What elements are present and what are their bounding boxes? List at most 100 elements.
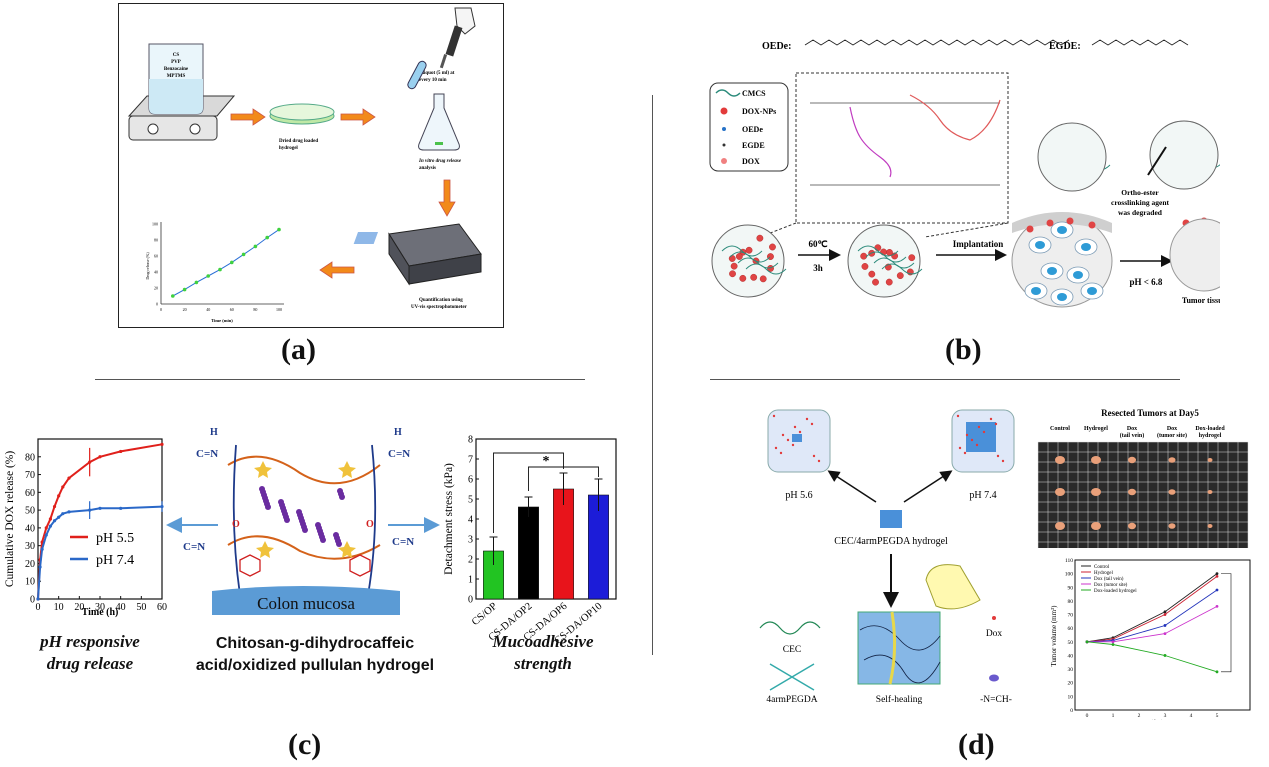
caption-right-1: Mucoadhesive	[492, 632, 594, 651]
bar-ytick: 2	[468, 555, 473, 566]
resected-title: Resected Tumors at Day5	[1101, 408, 1199, 418]
release-series-point	[57, 494, 61, 498]
tumor-legend-label: Control	[1094, 565, 1110, 570]
hydrogel-cube	[966, 422, 996, 452]
catechol-ring	[239, 554, 261, 577]
tumor-ytick: 50	[1068, 640, 1074, 646]
release-xtick: 50	[136, 602, 146, 613]
dox-dot	[772, 414, 776, 418]
release-chart-ylabel: Cumulative DOX release (%)	[4, 451, 16, 588]
tumor-series-point	[1215, 604, 1219, 608]
release-xtick: 20	[74, 602, 84, 613]
dox-dot	[977, 425, 981, 429]
release-series-point	[48, 524, 53, 528]
bar-ytick: 5	[468, 495, 473, 506]
legend-box	[709, 82, 789, 172]
group-label: Control	[1050, 426, 1070, 432]
dox-dot	[793, 425, 797, 429]
tumor-legend-label: Dox-loaded hydrogel	[1094, 589, 1137, 594]
panel-b-label: (b)	[945, 333, 982, 366]
tumor-legend-label: Hydrogel	[1094, 571, 1113, 576]
mini-chart-point	[171, 294, 175, 298]
tumor-series-line	[1086, 576, 1218, 643]
o-label-right: O	[366, 519, 374, 530]
ph74-label: pH 7.4	[969, 490, 996, 501]
imine-mid-right: C=N	[392, 536, 414, 548]
imine-top-left: C=N	[196, 448, 218, 460]
release-ytick: 20	[25, 559, 35, 570]
release-ytick: 50	[25, 506, 35, 517]
tumor-ytick: 100	[1065, 572, 1074, 578]
test-tube	[407, 60, 427, 90]
release-series-point	[61, 485, 65, 489]
ph56-label: pH 5.6	[785, 490, 812, 501]
tumor-ytick: 0	[1070, 708, 1073, 714]
release-series-point	[61, 512, 65, 516]
peg-label: 4armPEGDA	[766, 695, 817, 705]
cell-nucleus	[1073, 271, 1083, 279]
colon-mucosa	[212, 586, 400, 615]
ph-condition: pH < 6.8	[1130, 277, 1163, 287]
caption-right: Mucoadhesive strength	[468, 631, 618, 675]
dox-np-dot	[728, 255, 736, 262]
dox-dot	[970, 438, 974, 442]
dox-np-dot	[885, 278, 893, 286]
bar-ytick: 3	[468, 535, 473, 546]
group-label: Dox	[1167, 426, 1177, 432]
dox-np-dot	[1088, 221, 1096, 229]
divider-left	[95, 379, 585, 380]
precursor-circle	[711, 224, 785, 298]
tumor-ytick: 70	[1068, 613, 1074, 619]
caption-right-2: strength	[514, 654, 572, 673]
mini-chart-ylabel: Drug release (%)	[145, 252, 150, 280]
cell-nucleus	[1087, 287, 1097, 295]
dox-dot	[965, 433, 969, 437]
cmcs-chain	[729, 251, 771, 263]
crosslink-star	[338, 461, 356, 478]
o-label-left: O	[232, 519, 240, 530]
polymer-bottom	[227, 535, 381, 560]
release-chart: Cumulative DOX release (%) Time (h) pH 5…	[4, 438, 167, 618]
network-block	[857, 611, 941, 685]
drug-dot	[320, 537, 326, 543]
vertical-divider	[652, 95, 653, 655]
release-series-point	[52, 504, 57, 509]
dox-np-dot	[756, 234, 764, 242]
release-xtick: 0	[36, 602, 41, 613]
release-series-point	[44, 526, 48, 530]
tumor-sample	[1207, 458, 1213, 462]
dox-dot	[779, 451, 783, 455]
mini-chart-ytick: 100	[152, 222, 158, 227]
tumor-series-line	[1086, 589, 1218, 643]
crosslinker-magenta	[849, 106, 892, 178]
release-series-point	[44, 533, 48, 537]
crosslink-star	[254, 461, 272, 478]
dox-np-dot	[908, 254, 916, 262]
group-label: Dox-loaded	[1195, 426, 1225, 432]
drug-dot	[265, 504, 271, 510]
h-label-left: H	[210, 427, 218, 438]
tumor-photo	[1038, 442, 1248, 548]
chain-left	[232, 444, 241, 596]
polymer-top	[227, 455, 381, 485]
release-series-point	[119, 506, 123, 510]
tumor-sample	[1207, 524, 1213, 528]
release-ytick: 60	[25, 488, 35, 499]
release-ytick: 30	[25, 541, 35, 552]
dish-caption-2: hydrogel	[279, 146, 298, 151]
drug-dot	[302, 527, 308, 533]
dox-np-dot	[730, 262, 738, 270]
release-series-point	[57, 515, 61, 519]
release-series-point	[98, 506, 102, 510]
implantation-label: Implantation	[953, 239, 1004, 249]
cmcs-chain	[873, 257, 915, 269]
spectro-caption-1: Quantification using	[419, 298, 463, 303]
mini-chart-xtick: 80	[253, 307, 257, 312]
release-xtick: 30	[95, 602, 105, 613]
tumor-series-point	[1163, 613, 1167, 616]
bar-ytick: 6	[468, 475, 473, 486]
dox-np-dot	[735, 253, 743, 260]
zoom-bubble	[925, 564, 981, 610]
mini-release-chart: Drug release (%) Time (min) 020406080100…	[145, 222, 284, 323]
release-xtick: 60	[157, 602, 167, 613]
